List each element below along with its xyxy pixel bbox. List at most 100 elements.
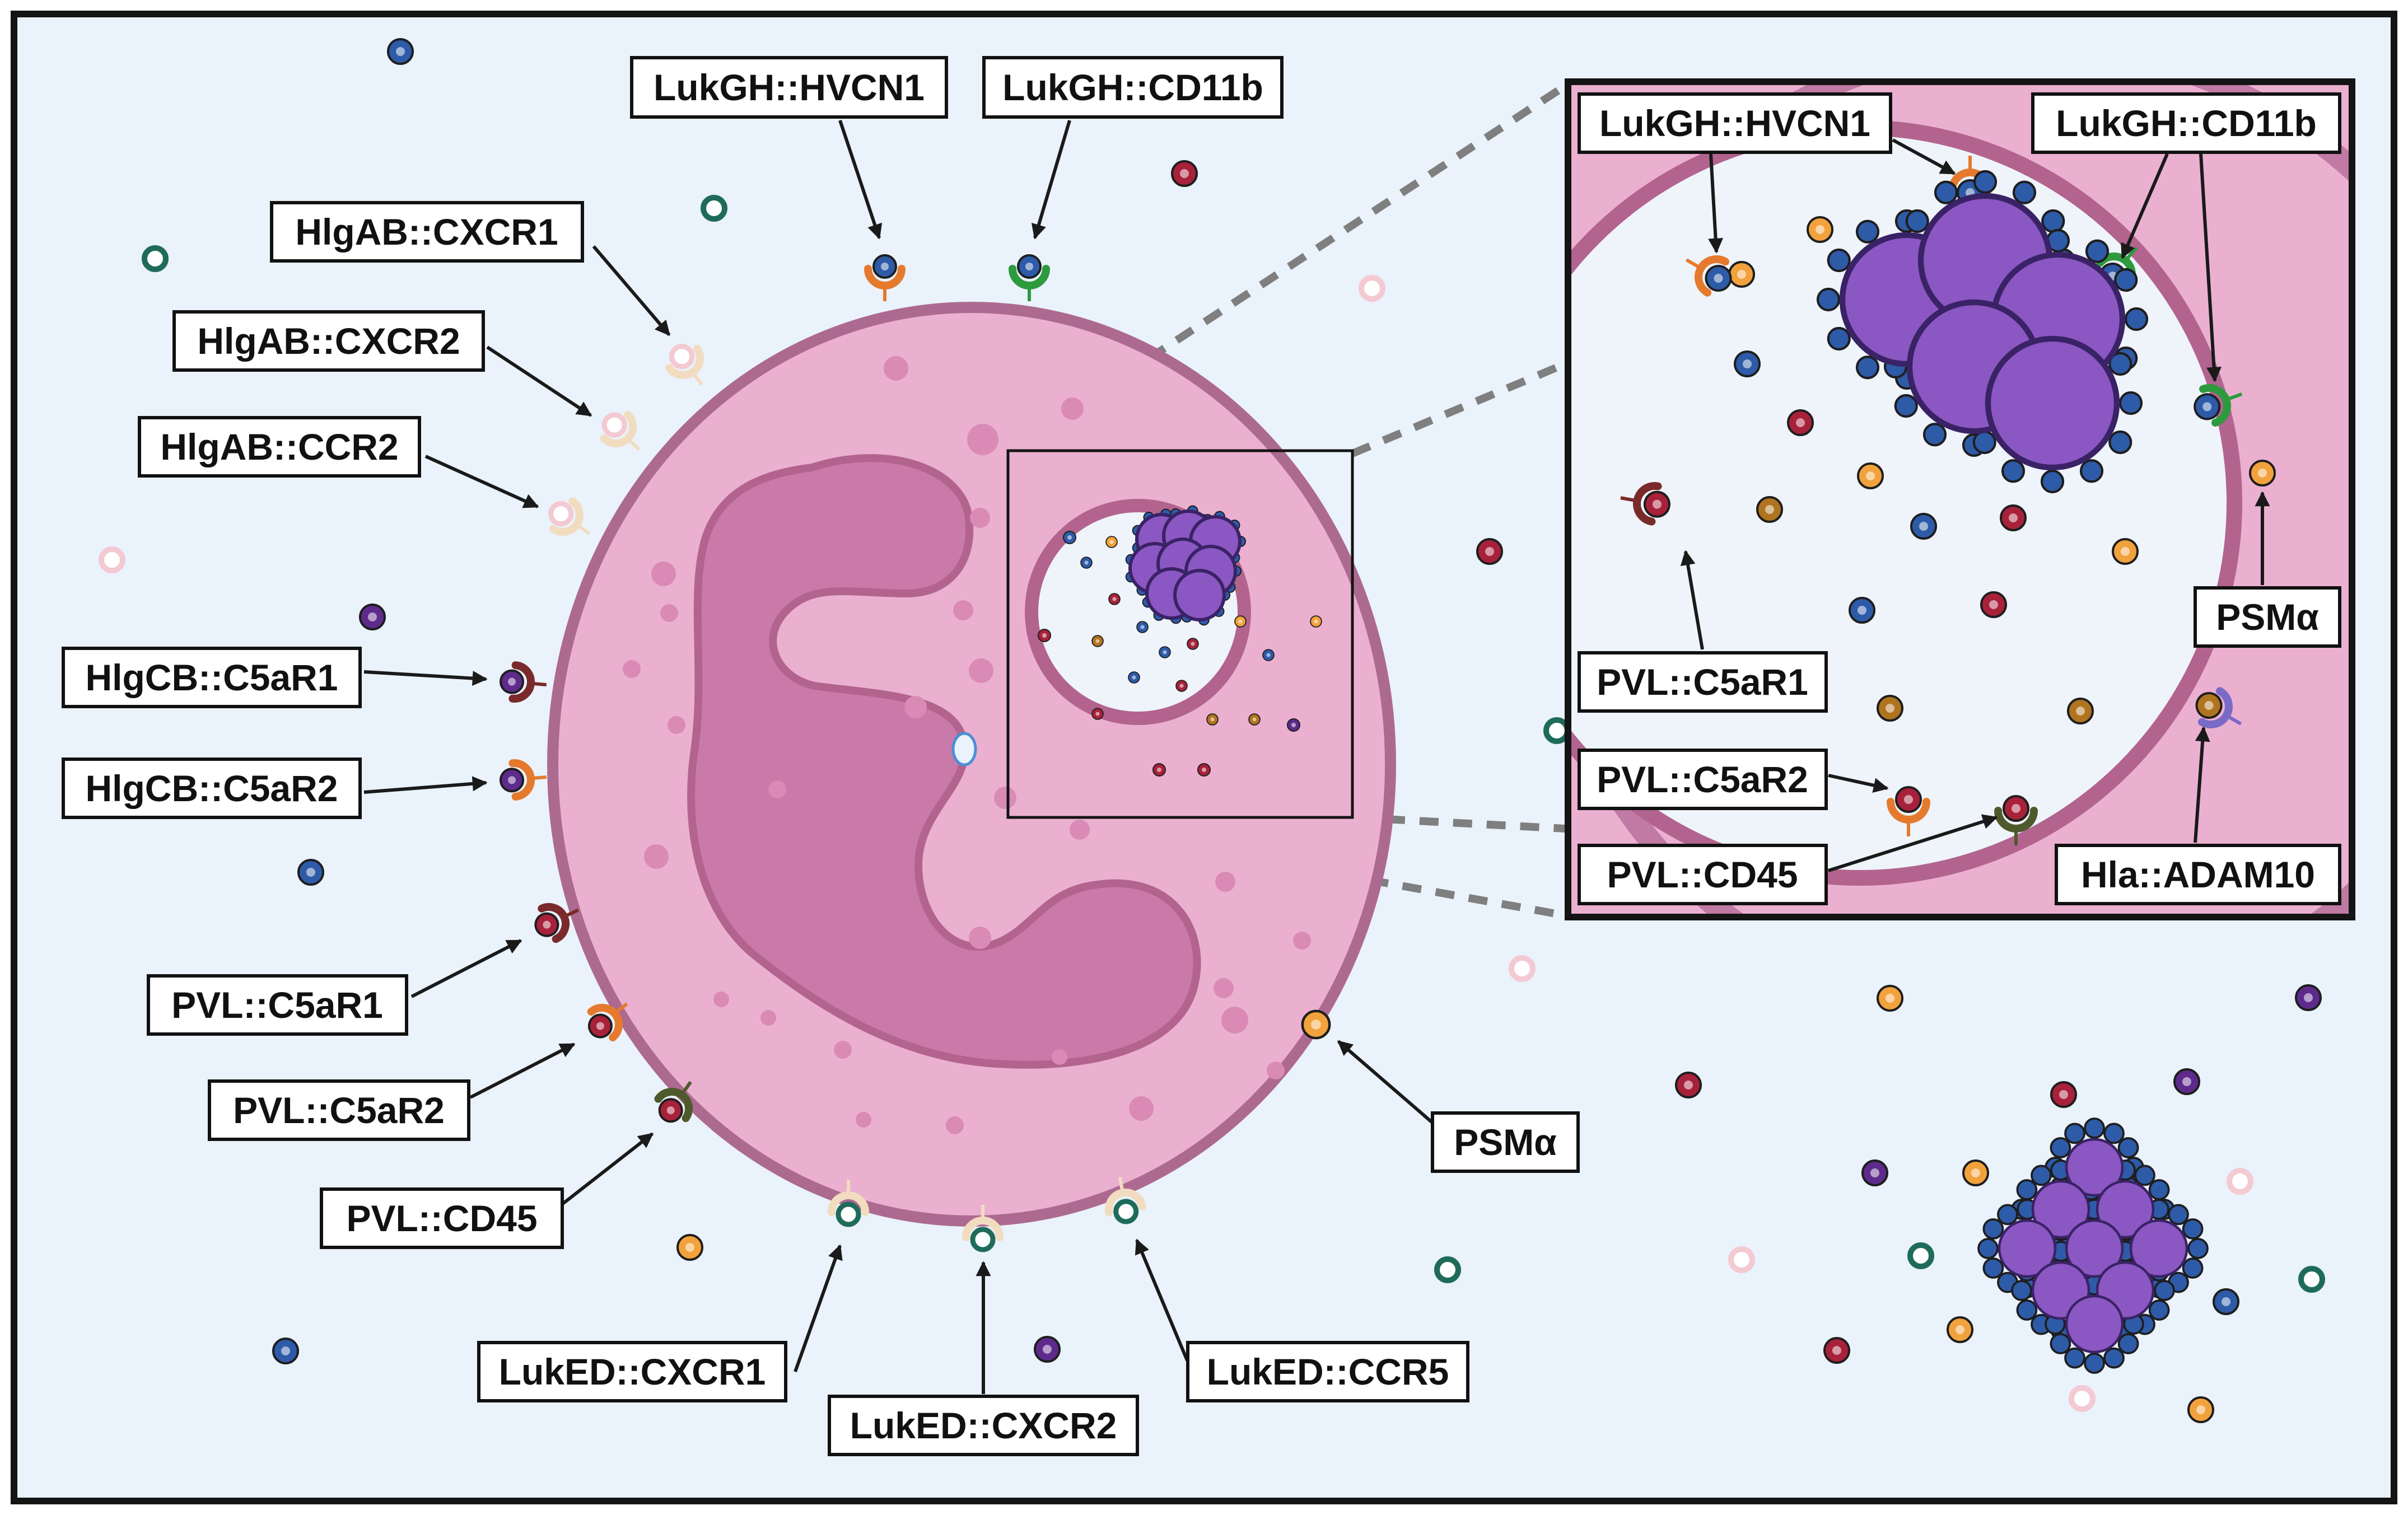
receptor-toxin-complex bbox=[665, 344, 704, 386]
label-main-hlgcb-c5ar1: HlgCB::C5aR1 bbox=[62, 647, 362, 708]
granule bbox=[651, 562, 676, 586]
receptor-toxin-complex bbox=[534, 903, 579, 943]
label-main-luked-ccr5: LukED::CCR5 bbox=[1186, 1341, 1469, 1402]
toxin-teal bbox=[701, 195, 727, 222]
svg-text:HlgCB::C5aR1: HlgCB::C5aR1 bbox=[85, 657, 338, 698]
svg-text:PSMα: PSMα bbox=[2216, 596, 2319, 638]
multilobed-nucleus bbox=[687, 454, 1201, 1069]
arrow bbox=[469, 1042, 576, 1099]
toxin-teal bbox=[1907, 1242, 1934, 1269]
granule bbox=[760, 1010, 776, 1026]
granule bbox=[904, 696, 927, 718]
label-inset-lukgh-cd11b: LukGH::CD11b bbox=[2031, 92, 2341, 154]
receptor-toxin-complex bbox=[1009, 254, 1050, 301]
arrow bbox=[1828, 774, 1889, 793]
svg-text:LukED::CCR5: LukED::CCR5 bbox=[1207, 1351, 1449, 1392]
arrow bbox=[1828, 814, 1998, 872]
receptor-toxin-complex bbox=[500, 661, 547, 703]
toxin-pink bbox=[99, 546, 125, 573]
phagosome-contents-small bbox=[1038, 505, 1322, 777]
toxin-pink bbox=[1509, 955, 1536, 982]
bacteria-clusters bbox=[1816, 170, 2209, 1374]
granule bbox=[668, 716, 685, 734]
extracellular-toxins bbox=[99, 38, 2325, 1423]
arrow bbox=[1708, 153, 1724, 254]
arrow bbox=[2199, 153, 2222, 382]
svg-text:PVL::C5aR1: PVL::C5aR1 bbox=[1597, 661, 1808, 703]
svg-text:LukGH::HVCN1: LukGH::HVCN1 bbox=[654, 67, 925, 108]
arrow bbox=[838, 120, 883, 240]
label-inset-pvl-cd45: PVL::CD45 bbox=[1578, 844, 1828, 905]
svg-text:LukGH::HVCN1: LukGH::HVCN1 bbox=[1599, 102, 1870, 144]
granule bbox=[953, 600, 973, 620]
receptor-toxin-complex bbox=[828, 1180, 869, 1227]
granule bbox=[713, 992, 729, 1007]
svg-text:LukED::CXCR2: LukED::CXCR2 bbox=[850, 1405, 1117, 1446]
svg-text:LukED::CXCR1: LukED::CXCR1 bbox=[499, 1351, 766, 1392]
svg-text:PVL::CD45: PVL::CD45 bbox=[1607, 854, 1798, 895]
label-main-pvl-cd45: PVL::CD45 bbox=[320, 1187, 564, 1249]
receptor-toxin-complex bbox=[962, 1205, 1004, 1252]
label-inset-pvl-c5ar2: PVL::C5aR2 bbox=[1578, 749, 1828, 810]
arrow bbox=[2121, 153, 2169, 259]
label-main-luked-cxcr1: LukED::CXCR1 bbox=[477, 1341, 787, 1402]
labels: LukGH::HVCN1 LukGH::CD11b HlgAB::CXCR1 H… bbox=[62, 56, 2341, 1456]
granule bbox=[1129, 1096, 1154, 1121]
label-main-lukgh-hvcn1: LukGH::HVCN1 bbox=[630, 56, 948, 119]
svg-text:PVL::C5aR2: PVL::C5aR2 bbox=[233, 1090, 445, 1131]
toxin-teal bbox=[1434, 1256, 1461, 1283]
staphylococcus-cluster bbox=[1816, 170, 2149, 494]
granule bbox=[969, 658, 993, 683]
label-main-luked-cxcr2: LukED::CXCR2 bbox=[828, 1395, 1139, 1456]
svg-text:Hla::ADAM10: Hla::ADAM10 bbox=[2081, 854, 2315, 895]
arrow bbox=[486, 345, 592, 417]
granule bbox=[884, 356, 908, 381]
granule bbox=[1061, 398, 1084, 420]
granule bbox=[994, 787, 1016, 809]
label-inset-lukgh-hvcn1: LukGH::HVCN1 bbox=[1578, 92, 1892, 154]
granule bbox=[1267, 1062, 1285, 1079]
arrow bbox=[1892, 138, 1956, 175]
arrow bbox=[562, 1132, 654, 1205]
inset-receptor-toxin-complex bbox=[2195, 687, 2242, 728]
granule bbox=[970, 508, 990, 528]
receptor-toxin-complex bbox=[548, 497, 591, 536]
receptor-toxin-complex bbox=[587, 1002, 628, 1041]
inset-receptor-toxin-complex bbox=[1685, 255, 1732, 297]
svg-text:PVL::C5aR2: PVL::C5aR2 bbox=[1597, 759, 1808, 800]
granule bbox=[946, 1116, 964, 1134]
label-main-hlgab-ccr2: HlgAB::CCR2 bbox=[138, 416, 421, 478]
arrow bbox=[1337, 1040, 1443, 1133]
toxin-teal bbox=[2298, 1266, 2325, 1293]
granule bbox=[1052, 1049, 1067, 1065]
granule bbox=[856, 1112, 871, 1128]
label-main-lukgh-cd11b: LukGH::CD11b bbox=[982, 56, 1284, 119]
granule bbox=[768, 780, 786, 798]
granule bbox=[1070, 820, 1090, 840]
label-inset-psma: PSMα bbox=[2194, 586, 2341, 648]
toxin-pink bbox=[2227, 1168, 2253, 1195]
arrow bbox=[1680, 550, 1704, 650]
granule bbox=[969, 927, 991, 949]
granule bbox=[967, 424, 998, 455]
label-inset-pvl-c5ar1: PVL::C5aR1 bbox=[1578, 651, 1828, 713]
granule bbox=[1214, 978, 1234, 998]
arrow bbox=[363, 776, 488, 794]
label-main-pvl-c5ar1: PVL::C5aR1 bbox=[147, 974, 408, 1036]
inset-receptor-toxin-complex bbox=[2194, 384, 2243, 427]
svg-text:PSMα: PSMα bbox=[1454, 1121, 1557, 1163]
label-main-hlgab-cxcr1: HlgAB::CXCR1 bbox=[270, 201, 584, 263]
arrow bbox=[1031, 120, 1071, 240]
arrow bbox=[794, 1244, 843, 1373]
svg-text:HlgCB::C5aR2: HlgCB::C5aR2 bbox=[85, 768, 338, 809]
svg-text:LukGH::CD11b: LukGH::CD11b bbox=[1002, 67, 1263, 108]
granule bbox=[660, 604, 678, 622]
label-main-psma: PSMα bbox=[1431, 1111, 1580, 1173]
receptor-toxin-complex bbox=[864, 254, 906, 301]
svg-text:LukGH::CD11b: LukGH::CD11b bbox=[2056, 102, 2317, 144]
receptor-toxin-complex bbox=[1105, 1177, 1146, 1224]
granule bbox=[623, 660, 641, 678]
label-inset-hla-adam10: Hla::ADAM10 bbox=[2055, 844, 2341, 905]
toxin-teal bbox=[142, 245, 169, 272]
